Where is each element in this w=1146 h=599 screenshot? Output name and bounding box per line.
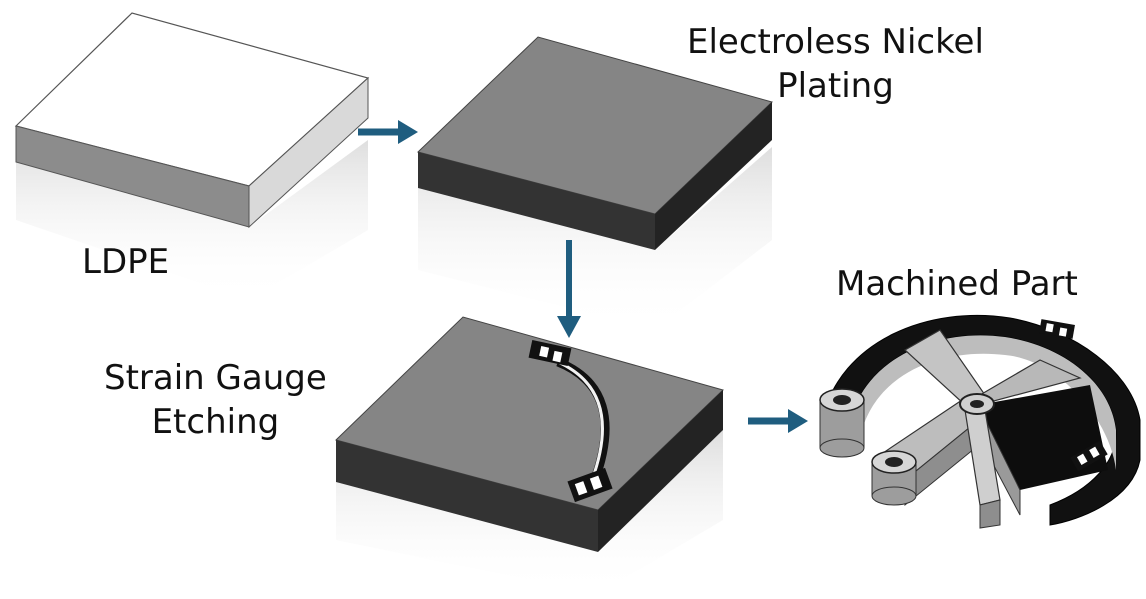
label-ldpe-text: LDPE	[82, 242, 170, 282]
ldpe-reflection	[16, 140, 368, 300]
left-boss-hole	[833, 395, 851, 405]
label-etching-line2: Etching	[151, 402, 280, 442]
nickel-left-face	[418, 152, 655, 250]
ldpe-block	[14, 12, 370, 300]
arrow-3-right	[748, 409, 808, 433]
label-strain-gauge-etching: Strain Gauge Etching	[104, 356, 327, 444]
arrow-2-down	[557, 240, 581, 338]
etched-left-face	[336, 440, 598, 552]
label-plating-line2: Plating	[777, 66, 894, 106]
label-machined-text: Machined Part	[836, 264, 1078, 304]
etched-right-face	[598, 390, 723, 552]
nickel-plated-block	[417, 36, 773, 330]
label-machined-part: Machined Part	[836, 262, 1078, 306]
machined-part	[819, 314, 1141, 529]
arm-boss-bottom	[871, 486, 917, 506]
arrow-1-right	[358, 120, 418, 144]
nickel-right-face	[655, 102, 772, 250]
nickel-reflection	[418, 147, 772, 330]
label-plating-line1: Electroless Nickel	[687, 22, 984, 62]
label-ldpe: LDPE	[82, 240, 169, 284]
left-boss-bottom	[819, 438, 865, 458]
gauge-arc-inner	[557, 360, 604, 481]
ring-gauge-pad-top	[1039, 319, 1075, 339]
gauge-bottom-pad	[567, 467, 613, 503]
black-sector	[978, 385, 1108, 490]
ldpe-right-face	[248, 76, 369, 229]
strain-gauge-pattern	[528, 340, 613, 503]
arm-boss-hole	[885, 457, 903, 467]
etched-block	[335, 316, 724, 594]
down-arm-side	[979, 499, 1001, 529]
etched-reflection	[336, 430, 723, 594]
ring-gauge-pad-bottom	[1070, 440, 1108, 472]
center-hub-hole	[970, 400, 984, 408]
label-etching-line1: Strain Gauge	[104, 358, 327, 398]
gauge-top-pad	[528, 340, 572, 366]
label-electroless-nickel-plating: Electroless Nickel Plating	[687, 20, 984, 108]
